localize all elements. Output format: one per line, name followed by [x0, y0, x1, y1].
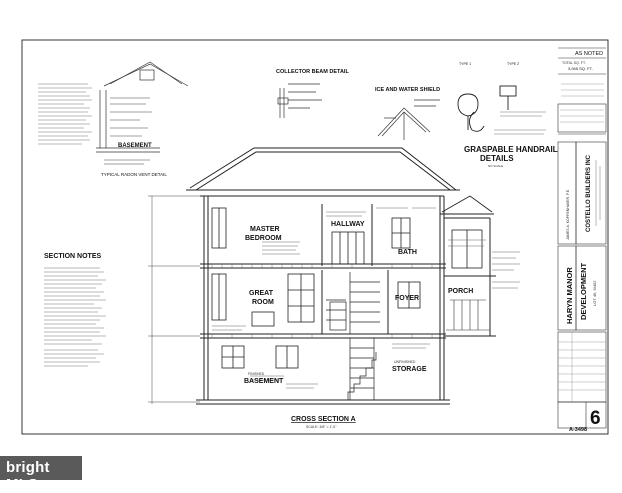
builder-name: COSTELLO BUILDERS INC: [586, 154, 592, 232]
cross-section-scale: SCALE: 3/8" = 1'-0": [306, 425, 337, 429]
room-unfinished-tag: UNFINISHED: [394, 360, 416, 364]
ice-water-detail: [377, 99, 440, 140]
project-title: HARYN MANOR: [565, 267, 574, 324]
handrail-type1-label: TYPE 1: [459, 62, 471, 66]
cross-section-title: CROSS SECTION A: [291, 416, 356, 423]
handrail-notes: [494, 111, 546, 135]
left-dimension-lines: [148, 195, 200, 404]
room-finished-tag: FINISHED: [248, 372, 265, 376]
building-structure: [196, 196, 496, 405]
collector-beam-title: COLLECTOR BEAM DETAIL: [276, 69, 349, 75]
windows: [211, 207, 483, 369]
handrail-scale: NO SCALE: [488, 164, 503, 168]
handrail-title-line2: DETAILS: [480, 154, 514, 163]
builder-address-lines: [595, 160, 601, 226]
scale-label: AS NOTED: [575, 51, 603, 57]
sheet-border: [21, 39, 609, 435]
basement-detail-label: BASEMENT: [118, 143, 152, 149]
title-block: [557, 47, 607, 429]
roof-eave-detail: [96, 61, 189, 153]
top-notes-text: [38, 83, 92, 145]
section-notes-text: [44, 267, 106, 367]
room-bath: BATH: [398, 249, 417, 256]
room-foyer: FOYER: [395, 295, 419, 302]
room-basement: BASEMENT: [244, 378, 284, 385]
handrail-type2-label: TYPE 2: [507, 62, 519, 66]
watermark-text: bright MLS: [6, 459, 50, 493]
sheet-number: 6: [590, 408, 601, 429]
porch-roof: [440, 195, 494, 219]
porch-details: [446, 299, 490, 331]
section-notes-title: SECTION NOTES: [44, 253, 102, 260]
title-block-rows: [558, 83, 606, 402]
area-value: 3,945 SQ. FT.: [568, 66, 593, 71]
ice-water-title: ICE AND WATER SHIELD: [375, 87, 440, 93]
designer-name: JAMES A. KOPPENHAVER, P.E.: [566, 189, 570, 240]
handrail-title-line1: GRASPABLE HANDRAIL: [464, 145, 558, 154]
room-porch: PORCH: [448, 288, 473, 295]
room-master-line1: MASTER: [250, 226, 280, 233]
room-hallway: HALLWAY: [331, 221, 365, 228]
room-storage: STORAGE: [392, 366, 427, 373]
project-subtitle: DEVELOPMENT: [579, 262, 588, 320]
lot-info: LOT 46, 6/402: [592, 280, 597, 306]
room-master-line2: BEDROOM: [245, 235, 282, 242]
radon-detail-title: TYPICAL RADON VENT DETAIL: [101, 172, 167, 177]
roof-outline: [186, 147, 460, 197]
bright-mls-watermark: bright MLS: [0, 456, 82, 493]
area-label: TOTAL SQ. FT.: [562, 61, 586, 65]
blueprint-sheet: AS NOTED TOTAL SQ. FT. 3,945 SQ. FT. JAM…: [21, 39, 609, 435]
radon-detail-lines: [104, 97, 152, 165]
section-annotations: [212, 207, 520, 389]
room-great-line1: GREAT: [249, 290, 274, 297]
floor-joist-hatch: [211, 264, 433, 338]
drawing-number: A-3498: [569, 427, 587, 433]
stairs: [326, 272, 380, 400]
collector-beam-detail: [277, 83, 322, 118]
room-great-line2: ROOM: [252, 299, 274, 306]
handrail-profiles: [457, 85, 517, 132]
